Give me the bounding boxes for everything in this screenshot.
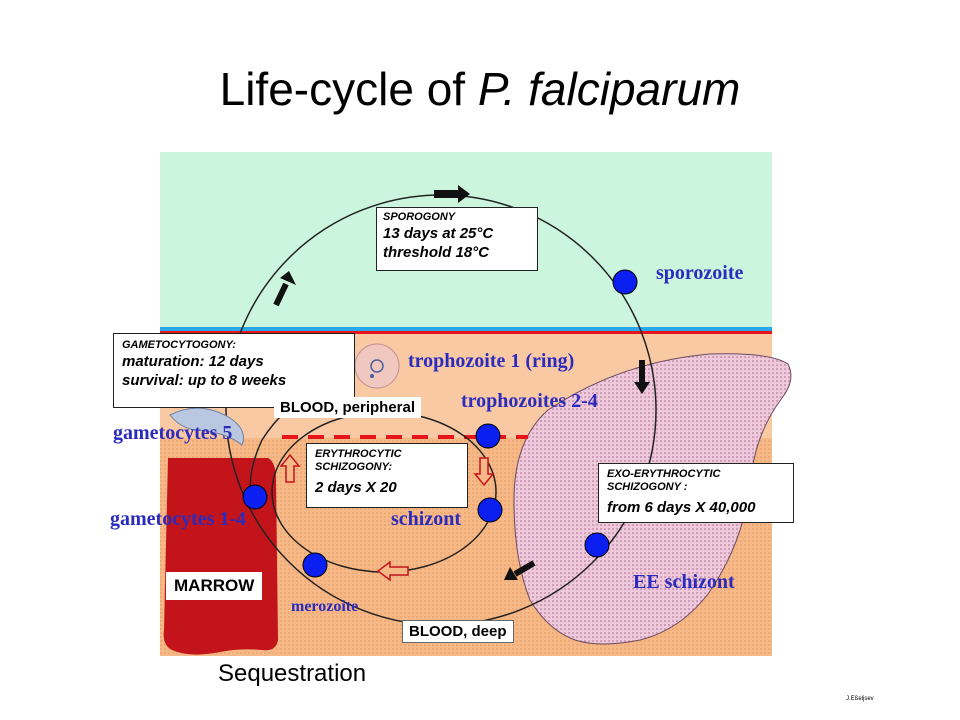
label-sporozoite: sporozoite (656, 262, 744, 284)
ring-cell-dot (370, 374, 374, 378)
erythrocytic-heading: ERYTHROCYTIC SCHIZOGONY: (315, 448, 402, 473)
label-gametocytes-5: gametocytes 5 (113, 422, 233, 444)
label-trophozoites: trophozoites 2-4 (461, 390, 598, 412)
sporogony-box: SPOROGONY 13 days at 25°C threshold 18°C (376, 207, 538, 271)
author-credit: J.Eßeljsev (846, 696, 874, 702)
exo-line1: from 6 days X 40,000 (607, 499, 756, 516)
node-sporozoite (612, 269, 638, 295)
arrow-bottom-left (504, 560, 536, 580)
label-sequestration: Sequestration (218, 660, 367, 687)
boundary-blue (160, 327, 772, 331)
sporogony-heading: SPOROGONY (383, 211, 456, 223)
exo-erythrocytic-box: EXO-ERYTHROCYTIC SCHIZOGONY : from 6 day… (598, 463, 794, 523)
label-merozoite: merozoite (291, 598, 359, 615)
arrow-left-up (273, 271, 296, 307)
label-trophozoite-ring: trophozoite 1 (ring) (408, 350, 575, 372)
gametocytogony-line2: survival: up to 8 weeks (122, 372, 287, 389)
gametocytogony-heading: GAMETOCYTOGONY: (122, 339, 236, 351)
ring-cell-parasite (370, 359, 384, 373)
arrow-red-up (279, 453, 301, 483)
arrow-red-down (473, 457, 495, 487)
label-blood-peripheral: BLOOD, peripheral (274, 397, 422, 418)
erythrocytic-box: ERYTHROCYTIC SCHIZOGONY: 2 days X 20 (306, 443, 468, 508)
label-marrow: MARROW (166, 572, 263, 600)
page-title: Life-cycle of P. falciparum (219, 63, 741, 115)
label-blood-deep: BLOOD, deep (402, 620, 514, 643)
gametocytogony-line1: maturation: 12 days (122, 353, 264, 370)
boundary-red (160, 331, 772, 334)
sporogony-line2: threshold 18°C (383, 244, 490, 261)
exo-heading: EXO-ERYTHROCYTIC SCHIZOGONY : (607, 468, 721, 493)
arrow-top-right (434, 185, 470, 203)
label-gametocytes-1-4: gametocytes 1-4 (110, 508, 247, 530)
gametocytogony-box: GAMETOCYTOGONY: maturation: 12 days surv… (113, 333, 355, 408)
node-trophozoites (475, 423, 501, 449)
gametocyte-crescent-image (169, 407, 244, 446)
arrow-red-left (376, 560, 409, 582)
node-gametocytes (242, 484, 268, 510)
node-ee-schizont (584, 532, 610, 558)
sporogony-line1: 13 days at 25°C (383, 225, 494, 242)
erythrocytic-line1: 2 days X 20 (315, 479, 397, 496)
node-merozoite (302, 552, 328, 578)
node-schizont (477, 497, 503, 523)
label-schizont: schizont (391, 508, 461, 530)
arrow-right-down (634, 360, 650, 394)
label-ee-schizont: EE schizont (633, 571, 735, 593)
ring-cell-image (354, 343, 400, 389)
